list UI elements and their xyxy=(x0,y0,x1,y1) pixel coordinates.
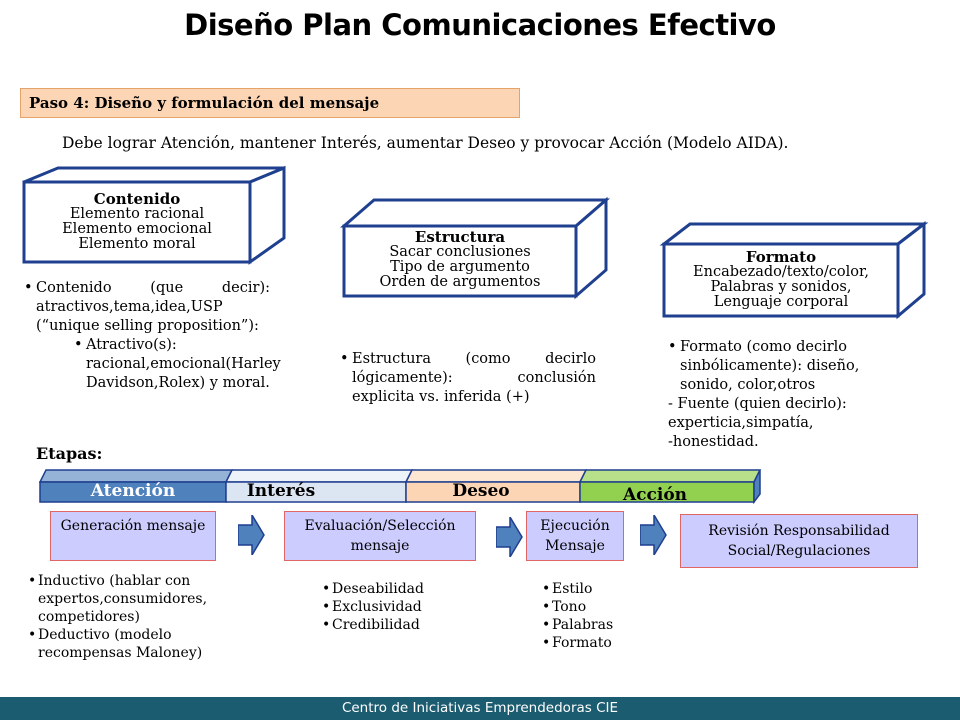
list-item: Exclusividad xyxy=(322,598,492,616)
contenido-line: Elemento racional xyxy=(69,206,205,222)
contenido-box xyxy=(22,165,286,265)
list-item: Formato xyxy=(542,634,662,652)
list-item: Tono xyxy=(542,598,662,616)
arrow-right-icon xyxy=(496,517,523,557)
contenido-heading: Contenido xyxy=(93,190,181,208)
formato-line: Lenguaje corporal xyxy=(713,294,849,310)
estructura-line: Tipo de argumento xyxy=(390,259,530,275)
list-item: Estilo xyxy=(542,580,662,598)
contenido-main-text: Contenido (que decir): atractivos,tema,i… xyxy=(24,279,270,336)
estructura-line: Sacar conclusiones xyxy=(389,244,531,260)
stage-evaluacion: Evaluación/Selección mensaje xyxy=(284,511,476,561)
contenido-description: Contenido (que decir): atractivos,tema,i… xyxy=(24,279,281,393)
stage-generacion: Generación mensaje xyxy=(50,511,216,561)
estructura-heading: Estructura xyxy=(414,228,506,246)
estructura-box-label: Estructura Sacar conclusiones Tipo de ar… xyxy=(344,230,576,290)
list-item: Inductivo (hablar con expertos,consumido… xyxy=(28,572,258,626)
aida-subtitle: Debe lograr Atención, mantener Interés, … xyxy=(62,134,789,152)
formato-line3: -honestidad. xyxy=(668,434,759,450)
estructura-description: Estructura (como decirlo lógicamente): c… xyxy=(340,350,596,407)
page-title: Diseño Plan Comunicaciones Efectivo xyxy=(184,8,776,42)
list-item: Deseabilidad xyxy=(322,580,492,598)
footer-bar: Centro de Iniciativas Emprendedoras CIE xyxy=(0,697,960,720)
formato-heading: Formato xyxy=(745,248,817,266)
arrow-right-icon xyxy=(238,515,265,555)
list-item: Palabras xyxy=(542,616,662,634)
phase-accion xyxy=(578,469,762,505)
estructura-box xyxy=(339,196,611,300)
arrow-right-icon xyxy=(640,515,667,555)
evaluacion-list: Deseabilidad Exclusividad Credibilidad xyxy=(322,580,492,634)
phase-label-interes: Interés xyxy=(246,481,316,501)
etapas-label: Etapas: xyxy=(36,444,103,463)
phase-label-atencion: Atención xyxy=(90,481,176,501)
formato-line: Palabras y sonidos, xyxy=(710,279,852,295)
generacion-list: Inductivo (hablar con expertos,consumido… xyxy=(28,572,258,662)
step-label: Paso 4: Diseño y formulación del mensaje xyxy=(20,88,520,118)
list-item: Deductivo (modelo recompensas Maloney) xyxy=(28,626,258,662)
formato-line2: - Fuente (quien decirlo): experticia,sim… xyxy=(668,396,847,431)
list-item: Credibilidad xyxy=(322,616,492,634)
estructura-text: Estructura (como decirlo lógicamente): c… xyxy=(340,350,596,407)
component-boxes xyxy=(22,165,929,320)
stage-revision: Revisión Responsabilidad Social/Regulaci… xyxy=(680,514,918,568)
formato-description: Formato (como decirlo sinbólicamente): d… xyxy=(668,338,898,452)
formato-box xyxy=(659,220,929,320)
phase-atencion xyxy=(38,469,234,503)
phase-label-deseo: Deseo xyxy=(452,481,510,501)
contenido-line: Elemento moral xyxy=(78,236,196,252)
estructura-line: Orden de argumentos xyxy=(379,274,541,290)
stage-ejecucion: Ejecución Mensaje xyxy=(526,511,624,561)
phase-interes xyxy=(224,469,414,503)
formato-box-label: Formato Encabezado/texto/color, Palabras… xyxy=(664,250,898,310)
phase-label-accion: Acción xyxy=(622,485,688,505)
phase-deseo xyxy=(404,469,588,503)
formato-main-text: Formato (como decirlo sinbólicamente): d… xyxy=(668,338,898,395)
contenido-box-label: Contenido Elemento racional Elemento emo… xyxy=(24,192,250,252)
ejecucion-list: Estilo Tono Palabras Formato xyxy=(542,580,662,652)
aida-phase-bar xyxy=(38,469,762,505)
contenido-sub-text: Atractivo(s): racional,emocional(Harley … xyxy=(74,336,281,393)
contenido-line: Elemento emocional xyxy=(62,221,212,237)
formato-line: Encabezado/texto/color, xyxy=(693,264,869,280)
